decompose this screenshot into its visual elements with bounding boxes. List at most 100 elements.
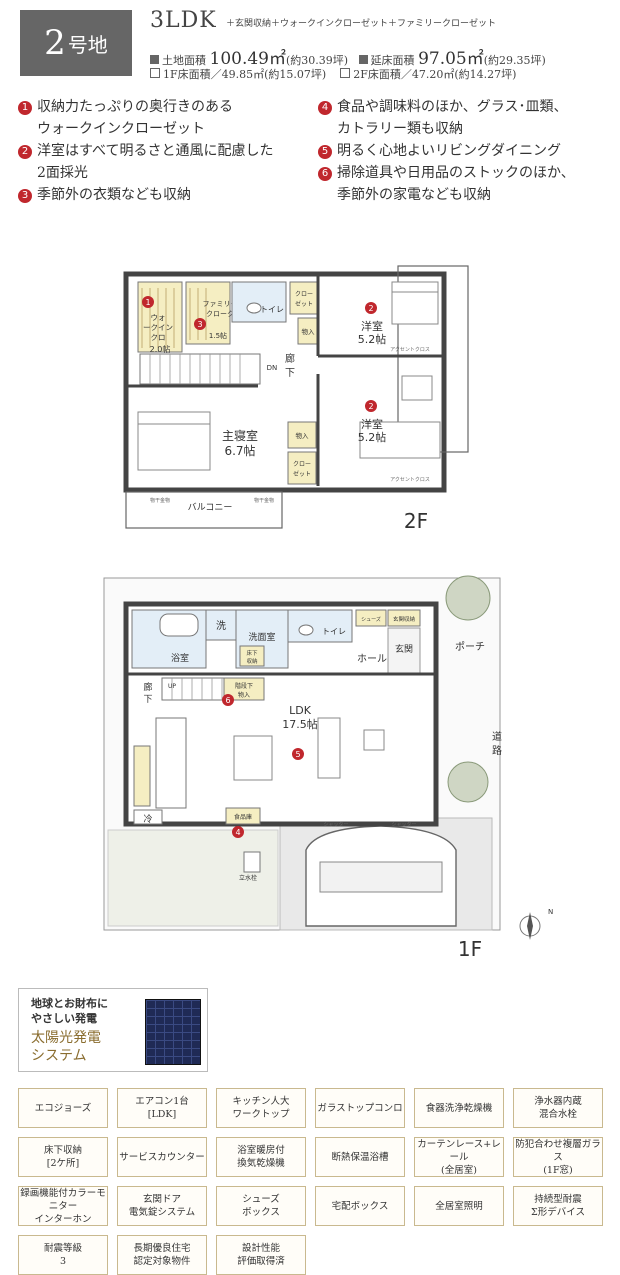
1f-hallway-label-2: 下 — [143, 695, 152, 705]
area-row-1: 土地面積 100.49㎡(約30.39坪) 延床面積 97.05㎡(約29.35… — [150, 44, 546, 69]
equipment-item: 全居室照明 — [414, 1186, 504, 1226]
equipment-item: シューズ ボックス — [216, 1186, 306, 1226]
1f-hallway-label: 廊 — [143, 681, 152, 693]
1f-up-label: UP — [168, 683, 176, 690]
1f-ldk-label: LDK — [289, 704, 312, 717]
svg-text:3: 3 — [197, 320, 202, 329]
2f-storage-2 — [287, 421, 317, 449]
equipment-item: エコジョーズ — [18, 1088, 108, 1128]
2f-bed-2 — [359, 421, 441, 459]
feature-text: 洋室はすべて明るさと通風に配慮した — [37, 143, 274, 159]
equipment-grid: エコジョーズ エアコン1台 [LDK] キッチン人大 ワークトップ ガラストップ… — [18, 1088, 608, 1275]
feature-item-continued: ウォークインクローゼット — [37, 121, 205, 137]
2f-marker-2b — [365, 400, 377, 412]
equipment-item: 宅配ボックス — [315, 1186, 405, 1226]
svg-text:床下: 床下 — [246, 649, 258, 657]
solar-line-2: やさしい発電 — [31, 1012, 97, 1025]
2f-family-closet-label-1: ファミリー — [203, 300, 238, 308]
1f-road-label-1: 道 — [492, 730, 502, 743]
1f-porch-label: ポーチ — [455, 641, 485, 653]
1f-car-windshield — [319, 861, 443, 893]
2f-wic — [137, 281, 183, 353]
solar-panel-icon — [145, 999, 201, 1065]
equipment-item: キッチン人大 ワークトップ — [216, 1088, 306, 1128]
2f-hallway-label-2: 下 — [285, 368, 295, 379]
2f-toilet-bowl — [246, 302, 262, 314]
feature-item-continued: カトラリー類も収納 — [337, 121, 463, 137]
2f-western-size-1: 5.2帖 — [358, 333, 387, 346]
2f-western-size-2: 5.2帖 — [358, 431, 387, 444]
plan-type: 3LDK — [150, 8, 217, 33]
solar-box: 地球とお財布に やさしい発電 太陽光発電 システム — [18, 988, 208, 1072]
feature-item-continued: 2面採光 — [37, 165, 88, 181]
floor-area-value: 97.05㎡ — [418, 49, 484, 69]
lot-unit: 号地 — [67, 32, 108, 57]
2f-floor-label: 2F — [404, 509, 428, 533]
feature-item-continued: 季節外の家電なども収納 — [337, 187, 491, 203]
feature-number: 1 — [18, 101, 32, 115]
2f-accent-cross-2: アクセントクロス — [390, 477, 430, 483]
svg-text:5: 5 — [295, 750, 300, 759]
feature-number: 2 — [18, 145, 32, 159]
1f-hall-label: ホール — [357, 653, 387, 665]
1f-wash-label: 洗 — [216, 620, 226, 632]
svg-text:1: 1 — [145, 298, 150, 307]
1f-water-faucet-label: 立水栓 — [239, 874, 257, 882]
1f-toilet — [287, 609, 353, 643]
feature-text: 季節外の衣類なども収納 — [37, 187, 191, 203]
open-square-icon — [340, 68, 351, 78]
plan-extras: ＋玄関収納＋ウォークインクローゼット＋ファミリークローゼット — [226, 19, 497, 29]
2f-marker-1 — [142, 296, 154, 308]
2f-western-room-2: 洋室 — [361, 417, 383, 431]
1f-shoes-box — [355, 609, 387, 627]
equipment-item: 耐震等級 3 — [18, 1235, 108, 1275]
feature-text: 掃除道具や日用品のストックのほか、 — [337, 165, 575, 181]
open-square-icon — [150, 68, 160, 78]
svg-text:物入: 物入 — [238, 691, 250, 699]
1f-sofa — [317, 717, 341, 779]
2f-family-closet-label-2: クローク — [206, 310, 234, 318]
1f-entrance-storage-label: 玄関収納 — [393, 615, 416, 623]
first-floor-area: 1F床面積／49.85㎡(約15.07坪) — [163, 68, 327, 81]
1f-entrance — [387, 627, 421, 675]
1f-kitchen-counter — [155, 717, 187, 809]
1f-ldk-size: 17.5帖 — [282, 718, 318, 731]
second-floor-plan: 1 ウォ ークイン クロ 2.0帖 3 ファミリー クローク 1.5帖 トイレ … — [123, 265, 469, 533]
lot-number: 2 — [44, 23, 66, 63]
solar-line-1: 地球とお財布に — [31, 997, 108, 1010]
1f-water-faucet — [243, 851, 261, 873]
1f-toilet-bowl — [298, 624, 314, 636]
1f-floor-label: 1F — [458, 937, 482, 961]
2f-wic-label-2: ークイン — [143, 323, 173, 332]
svg-text:収納: 収納 — [246, 657, 258, 665]
equipment-item: 浴室暖房付 換気乾燥機 — [216, 1137, 306, 1177]
2f-closet-2 — [287, 451, 317, 485]
floor-area-label: 延床面積 — [370, 54, 415, 67]
1f-entrance-storage — [387, 609, 421, 627]
equipment-item: 床下収納 [2ケ所] — [18, 1137, 108, 1177]
second-floor-area: 2F床面積／47.20㎡(約14.27坪) — [353, 68, 517, 81]
2f-accent-cross-1: アクセントクロス — [390, 347, 430, 353]
equipment-item: 玄関ドア 電気錠システム — [117, 1186, 207, 1226]
1f-road-label-2: 路 — [492, 744, 502, 757]
2f-marker-3 — [194, 318, 206, 330]
1f-coffee-table — [363, 729, 385, 751]
1f-toilet-label: トイレ — [322, 627, 346, 636]
equipment-item: 浄水器内蔵 混合水栓 — [513, 1088, 603, 1128]
1f-marker-4 — [232, 826, 244, 838]
land-area-tsubo: (約30.39坪) — [285, 54, 349, 67]
equipment-item: 設計性能 評価取得済 — [216, 1235, 306, 1275]
feature-number: 4 — [318, 101, 332, 115]
svg-text:4: 4 — [235, 828, 240, 837]
1f-underfloor-storage — [239, 645, 265, 667]
1f-dining-table — [233, 735, 273, 781]
feature-text: 食品や調味料のほか、グラス･皿類、 — [337, 99, 568, 115]
2f-closet-small — [289, 281, 319, 315]
equipment-item: ガラストップコンロ — [315, 1088, 405, 1128]
1f-entrance-label: 玄関 — [395, 643, 413, 655]
2f-western-room-1: 洋室 — [361, 319, 383, 333]
